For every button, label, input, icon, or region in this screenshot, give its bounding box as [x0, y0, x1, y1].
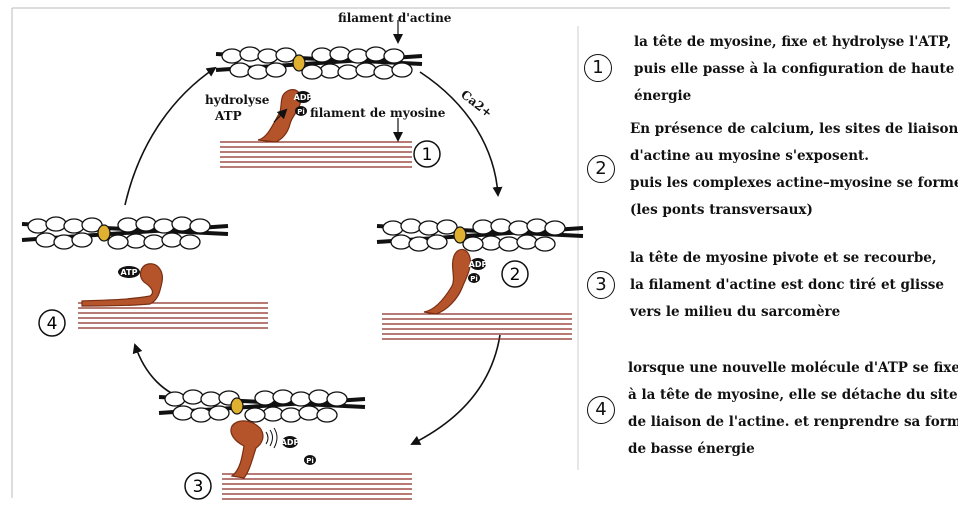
atp-label-4: ATP: [121, 268, 138, 277]
label-hydrolysis-line2: ATP: [214, 109, 242, 123]
label-hydrolysis-line1: hydrolyse: [205, 93, 270, 107]
pi-label-1: Pi: [297, 108, 305, 116]
svg-text:2: 2: [510, 265, 521, 285]
legend-number-1: 1: [584, 54, 612, 82]
pi-label-3: Pi: [306, 457, 314, 465]
cycle-arrow-1-to-2: [420, 72, 498, 195]
legend-step-4: lorsque une nouvelle molécule d'ATP se f…: [628, 355, 958, 463]
cycle-arrow-4-to-1: [125, 68, 215, 205]
svg-text:3: 3: [193, 477, 204, 497]
legend-step-1-line-1: la tête de myosine, fixe et hydrolyse l'…: [634, 29, 954, 56]
legend-step-4-line-3: de liaison de l'actine. et renprendre sa…: [628, 409, 958, 436]
legend-step-4-line-4: de basse énergie: [628, 436, 958, 463]
legend-number-4: 4: [587, 396, 615, 424]
legend-step-1-line-2: puis elle passe à la configuration de ha…: [634, 56, 954, 83]
stage-2: ADP Pi: [377, 219, 583, 339]
pi-label-2: Pi: [470, 275, 478, 283]
step-marker-2: 2: [502, 261, 528, 287]
cycle-arrow-2-to-3: [412, 335, 500, 444]
myosin-filament-4: [78, 303, 268, 328]
label-calcium: Ca2+: [458, 87, 495, 120]
step-marker-3: 3: [185, 473, 211, 499]
legend-step-2-line-4: (les ponts transversaux): [630, 197, 958, 224]
adp-label-1: ADP: [294, 93, 313, 102]
legend-step-2: En présence de calcium, les sites de lia…: [630, 116, 958, 224]
release-lines: [266, 428, 277, 448]
legend-step-4-line-2: à la tête de myosine, elle se détache du…: [628, 382, 958, 409]
legend-step-2-line-1: En présence de calcium, les sites de lia…: [630, 116, 958, 143]
step-marker-4: 4: [39, 310, 65, 336]
actin-filament-2: [377, 219, 583, 251]
svg-text:4: 4: [47, 314, 58, 334]
label-myosin-filament: filament de myosine: [310, 106, 446, 120]
legend-number-3: 3: [587, 271, 615, 299]
legend-step-2-line-3: puis les complexes actine–myosine se for…: [630, 170, 958, 197]
myosin-filament-3: [222, 474, 412, 499]
legend-step-2-line-2: d'actine au myosine s'exposent.: [630, 143, 958, 170]
myosin-filament-2: [382, 314, 572, 339]
legend-step-3-line-2: la filament d'actine est donc tiré et gl…: [630, 272, 944, 299]
myosin-head-2: [424, 249, 470, 314]
step-marker-1: 1: [414, 141, 440, 167]
legend-step-1: la tête de myosine, fixe et hydrolyse l'…: [634, 29, 954, 110]
label-actin-filament: filament d'actine: [338, 11, 452, 25]
adp-label-3: ADP: [281, 438, 300, 447]
myosin-head-3: [231, 421, 263, 478]
legend-step-3-line-1: la tête de myosine pivote et se recourbe…: [630, 245, 944, 272]
actin-filament-3: [159, 390, 365, 422]
legend-number-2: 2: [587, 155, 615, 183]
svg-text:1: 1: [422, 145, 433, 165]
legend-step-1-line-3: énergie: [634, 83, 954, 110]
myosin-filament-1: [220, 142, 412, 167]
adp-label-2: ADP: [469, 260, 488, 269]
actin-filament-1: [216, 47, 422, 79]
legend-step-3: la tête de myosine pivote et se recourbe…: [630, 245, 944, 326]
legend-step-3-line-3: vers le milieu du sarcomère: [630, 299, 944, 326]
legend-step-4-line-1: lorsque une nouvelle molécule d'ATP se f…: [628, 355, 958, 382]
cycle-arrow-3-to-4: [135, 345, 190, 400]
actin-filament-4: [22, 217, 228, 249]
